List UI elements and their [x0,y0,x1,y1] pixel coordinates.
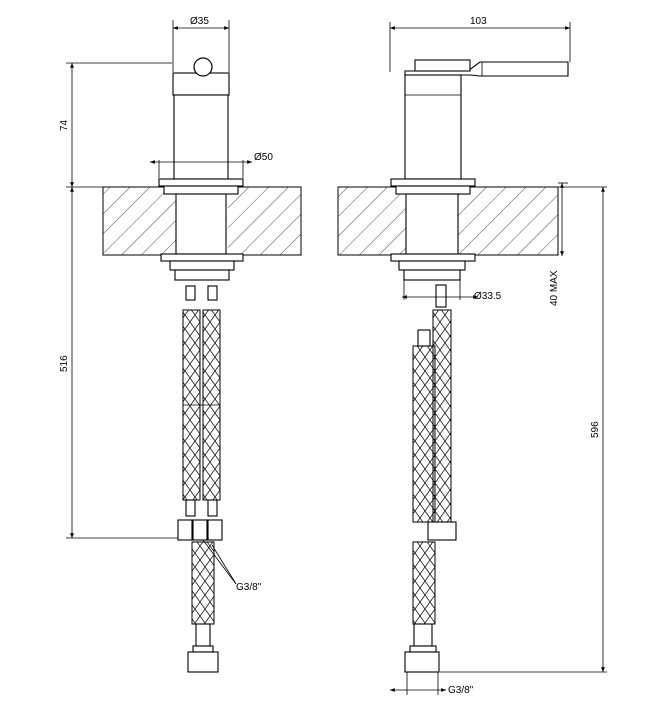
side-max-thickness-label: 40 MAX [549,270,560,306]
side-thread-label: G3/8" [448,685,474,696]
svg-text:Ø50: Ø50 [254,152,273,163]
front-body [173,94,229,180]
front-shank [175,193,227,255]
side-shank-diameter-label: 33.5 [482,291,502,302]
front-base-diameter-label: 50 [262,152,274,163]
side-total-height-label: 596 [590,421,601,438]
diameter-symbol: Ø [190,16,198,27]
svg-text:Ø35: Ø35 [190,16,209,27]
front-view: Ø35 Ø50 74 516 G3/8" [59,16,302,673]
side-shank [405,193,459,255]
front-top-diameter-label: 35 [198,16,210,27]
front-connector-nuts [177,519,223,541]
side-width-label: 103 [470,16,487,27]
side-body [404,74,462,180]
svg-text:Ø33.5: Ø33.5 [474,291,502,302]
side-view: 103 Ø33.5 40 MAX 596 G3/8" [337,16,607,696]
side-hoses [404,284,457,673]
front-height-lower-label: 516 [59,355,70,372]
front-lever-knob [193,57,213,77]
front-hoses-upper [182,285,221,517]
front-hose-lower [191,541,215,625]
front-thread-label: G3/8" [236,582,262,593]
front-base-ring [158,178,244,187]
front-height-upper-label: 74 [59,119,70,131]
front-nut-plate [160,253,244,262]
